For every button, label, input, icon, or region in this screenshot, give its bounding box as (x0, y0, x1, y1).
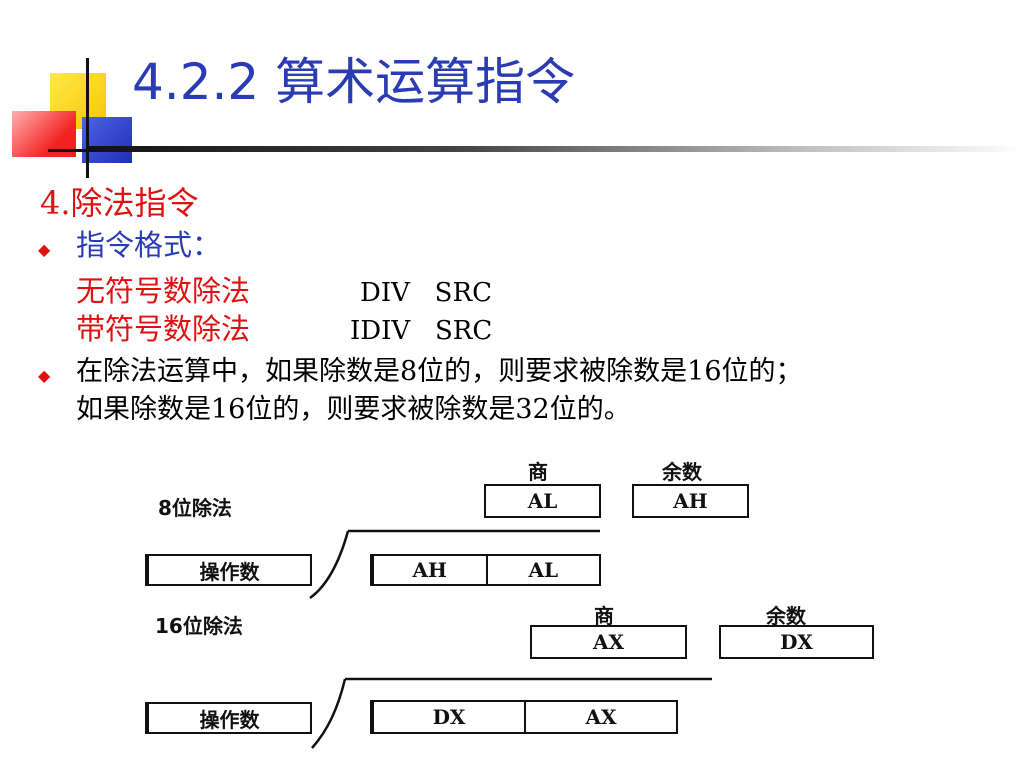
logo-vertical-line (86, 58, 89, 178)
div8-quotient-register: AL (527, 489, 558, 513)
div8-quotient-box: AL (484, 484, 601, 518)
slide-title: 4.2.2 算术运算指令 (132, 53, 576, 111)
div8-remainder-box: AH (632, 484, 749, 518)
signed-division-code: IDIV SRC (350, 316, 493, 346)
div16-dividend-low: AX (524, 702, 676, 732)
div16-label: 16位除法 (155, 614, 243, 638)
bullet-diamond-icon: ◆ (38, 242, 51, 259)
div16-operand-box: 操作数 (145, 702, 312, 734)
div16-dividend-box: DX AX (370, 700, 678, 734)
bullet-diamond-icon: ◆ (38, 368, 51, 385)
div8-dividend-high: AH (412, 558, 447, 582)
section-heading: 4.除法指令 (40, 184, 199, 222)
unsigned-division-code: DIV SRC (360, 278, 492, 308)
div8-operand-label: 操作数 (199, 559, 260, 584)
div16-operand-label: 操作数 (199, 707, 260, 732)
div8-quotient-label: 商 (528, 460, 548, 484)
div8-bracket (309, 529, 600, 600)
title-underline (88, 146, 1024, 152)
div8-remainder-label: 余数 (662, 460, 702, 484)
div8-dividend-box: AH AL (370, 554, 601, 586)
div16-remainder-label: 余数 (766, 604, 806, 628)
div16-remainder-register: DX (780, 630, 813, 654)
div16-dividend-high: DX (432, 705, 466, 729)
division-rule-line-1: 在除法运算中，如果除数是8位的，则要求被除数是16位的； (76, 356, 803, 387)
div8-dividend-low: AL (485, 556, 600, 584)
div16-quotient-register: AX (592, 630, 625, 654)
div16-remainder-box: DX (719, 625, 874, 659)
div8-operand-box: 操作数 (145, 554, 312, 586)
logo-blue-square (82, 117, 132, 163)
div16-bracket (311, 677, 712, 749)
div16-quotient-label: 商 (594, 604, 614, 628)
div8-remainder-register: AH (673, 489, 708, 513)
div8-label: 8位除法 (158, 496, 232, 520)
unsigned-division-label: 无符号数除法 (76, 274, 251, 308)
format-label: 指令格式： (76, 228, 222, 262)
div16-quotient-box: AX (530, 625, 687, 659)
signed-division-label: 带符号数除法 (76, 312, 251, 346)
division-rule-line-2: 如果除数是16位的，则要求被除数是32位的。 (76, 394, 631, 425)
